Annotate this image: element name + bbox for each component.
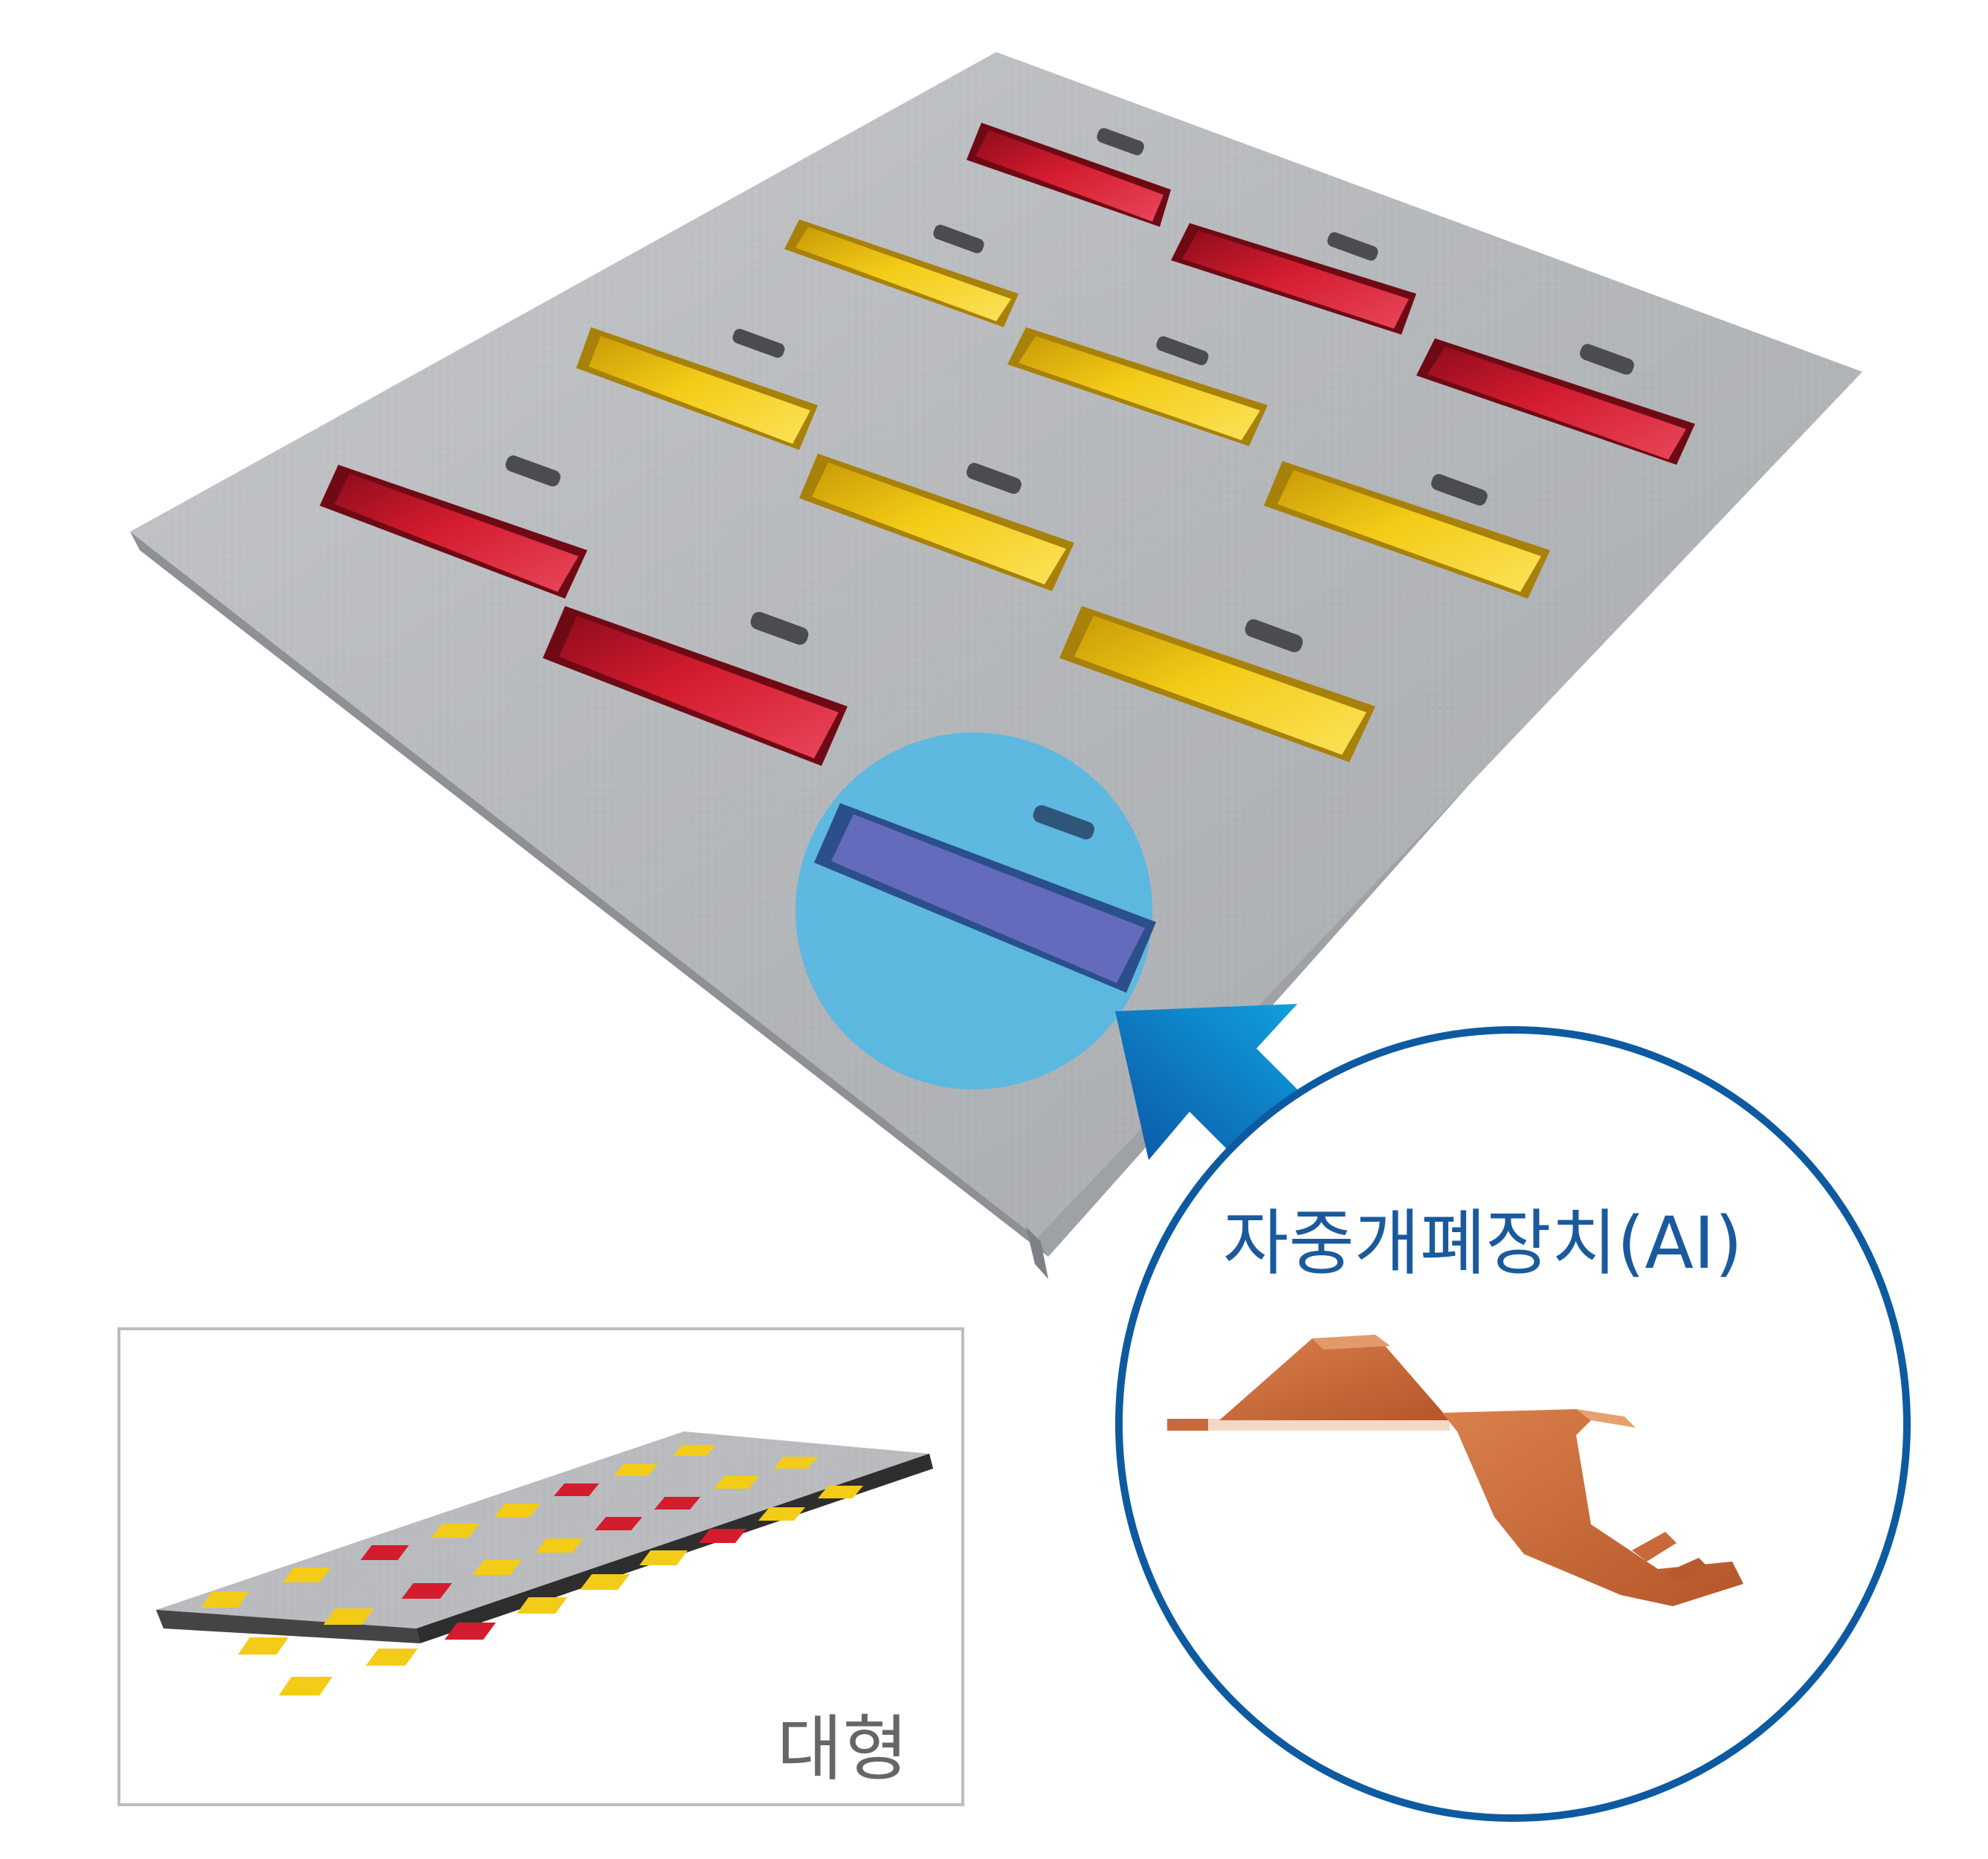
reflector-yellow: [799, 454, 1074, 591]
reflector-highlighted: [814, 803, 1156, 993]
reflector-yellow: [784, 219, 1019, 327]
reflector-yellow: [1059, 606, 1375, 762]
callout-label: 자중개폐장치(AI): [1223, 1202, 1743, 1285]
reflector-red: [966, 123, 1171, 227]
plate-side-edge: [130, 532, 1048, 1257]
reflector-red: [543, 606, 848, 766]
plate-surface-texture: [130, 52, 1862, 1238]
reflector-red: [320, 455, 587, 599]
plate-rail: [1026, 1227, 1048, 1279]
inset-frame: [117, 1327, 964, 1806]
reflector-red: [1416, 338, 1695, 465]
reflector-yellow: [1264, 461, 1550, 599]
reflector-studs: [320, 123, 1695, 1089]
inset-label: 대형: [777, 1707, 909, 1791]
reflector-yellow: [1007, 327, 1268, 446]
inset-reflectors: [201, 1445, 863, 1695]
inset-large-model: 대형: [117, 1327, 964, 1806]
reflector-red: [1171, 223, 1416, 335]
callout-detail: 자중개폐장치(AI): [1115, 1026, 1911, 1822]
reflector-yellow: [576, 327, 818, 450]
self-weight-opening-device-part: [1167, 1335, 1743, 1606]
